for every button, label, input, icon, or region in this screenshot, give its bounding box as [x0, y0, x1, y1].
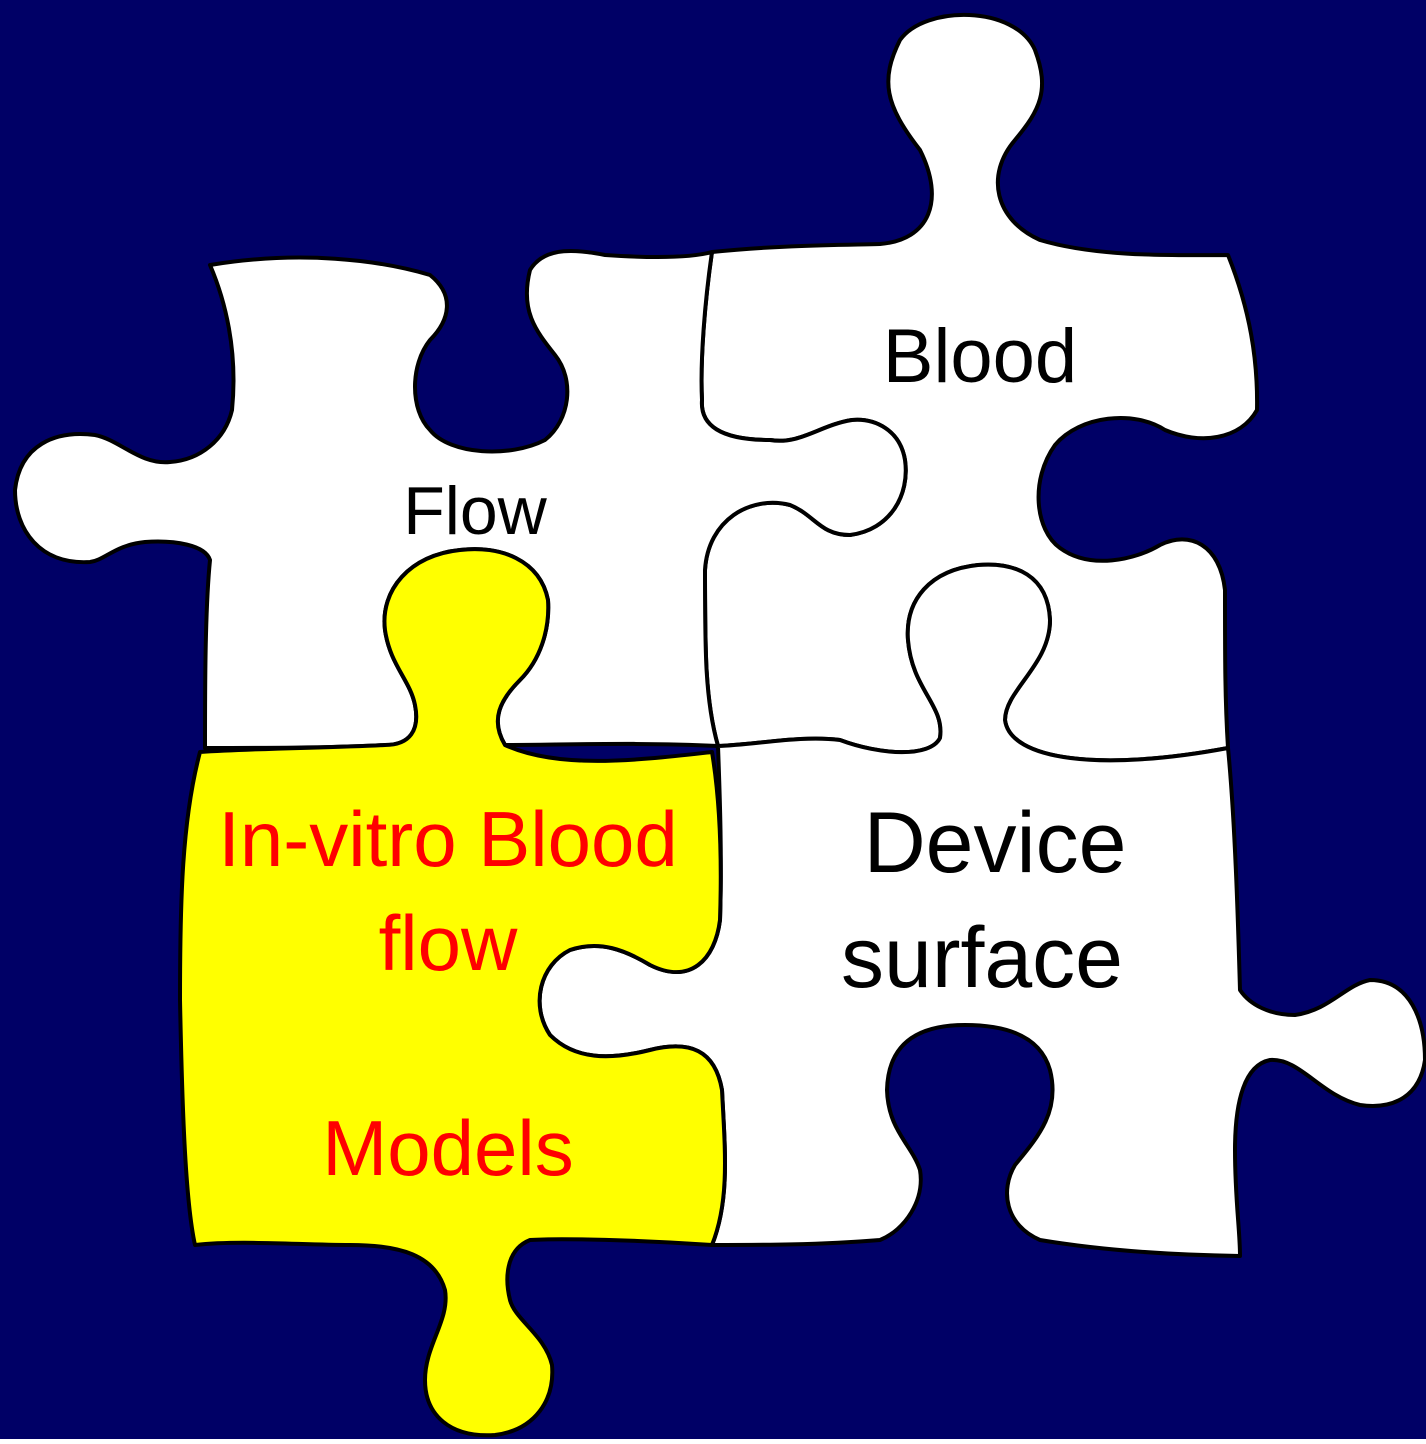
invitro-label-line3: Models: [322, 1104, 573, 1192]
invitro-label-line2: flow: [379, 899, 518, 987]
flow-label: Flow: [403, 473, 547, 549]
device-surface-label-line2: surface: [841, 910, 1123, 1006]
invitro-label-line1: In-vitro Blood: [218, 795, 678, 883]
device-surface-label-line1: Device: [864, 795, 1127, 891]
blood-label: Blood: [883, 314, 1077, 399]
